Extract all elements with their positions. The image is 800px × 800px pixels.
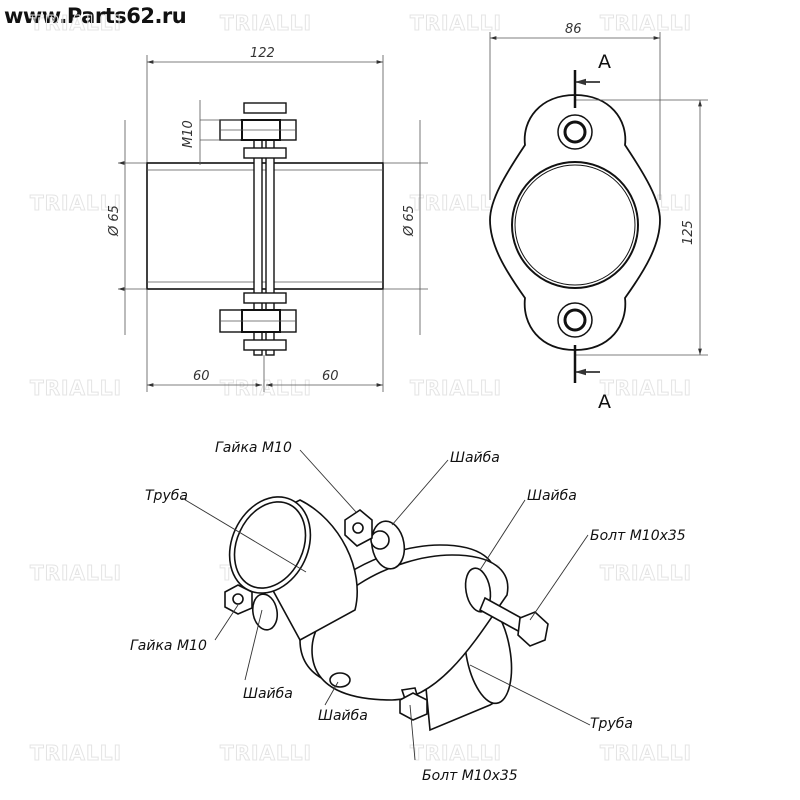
watermark: TRIALLI — [220, 741, 312, 765]
side-view: 122 M10 — [107, 46, 428, 392]
dim-overall-length: 122 — [250, 46, 275, 61]
watermark: TRIALLI — [220, 11, 312, 35]
watermark: TRIALLI — [30, 741, 122, 765]
callout-pipe-left: Труба — [145, 488, 188, 504]
callout-bolt-bottom: Болт М10х35 — [422, 768, 518, 784]
callout-nut-left: Гайка М10 — [130, 638, 207, 654]
dim-flange-width: 86 — [565, 22, 582, 37]
watermark: TRIALLI — [30, 561, 122, 585]
dim-flange-height: 125 — [681, 220, 696, 245]
watermark: TRIALLI — [600, 11, 692, 35]
callout-leaders — [181, 449, 591, 761]
section-mark-bottom: A — [598, 391, 611, 413]
watermark: TRIALLI — [220, 376, 312, 400]
bolt-bottom — [219, 292, 297, 351]
site-url: www.Parts62.ru — [4, 4, 187, 28]
flange-bore — [511, 161, 639, 289]
bolt-top — [219, 102, 297, 159]
callout-washer-bottom: Шайба — [318, 708, 368, 724]
watermark: TRIALLI — [600, 376, 692, 400]
callout-bolt-right: Болт М10х35 — [590, 528, 686, 544]
callout-pipe-right: Труба — [590, 716, 633, 732]
watermark: TRIALLI — [410, 376, 502, 400]
callout-washer-left: Шайба — [243, 686, 293, 702]
pipe-body — [146, 162, 384, 290]
watermark: TRIALLI — [30, 191, 122, 215]
watermark: TRIALLI — [410, 191, 502, 215]
watermark: TRIALLI — [30, 376, 122, 400]
dim-right-length: 60 — [322, 369, 339, 384]
callout-nut-top: Гайка М10 — [215, 440, 292, 456]
watermark: TRIALLI — [600, 561, 692, 585]
watermark: TRIALLI — [600, 741, 692, 765]
section-mark-top: A — [598, 51, 611, 73]
callout-labels: Гайка М10 Шайба Труба Шайба Болт М10х35 … — [130, 440, 686, 784]
watermark: TRIALLI — [30, 11, 122, 35]
dim-bolt-thread: M10 — [181, 120, 196, 148]
flange-front-view: 86 125 A A — [489, 22, 708, 413]
dim-diameter-left: Ø 65 — [107, 205, 122, 237]
dim-diameter-right: Ø 65 — [402, 205, 417, 237]
callout-washer-right: Шайба — [527, 488, 577, 504]
dim-left-length: 60 — [193, 369, 210, 384]
isometric-assembly — [224, 496, 549, 732]
callout-washer-top: Шайба — [450, 450, 500, 466]
watermark: TRIALLI — [410, 11, 502, 35]
watermark: TRIALLI — [410, 741, 502, 765]
